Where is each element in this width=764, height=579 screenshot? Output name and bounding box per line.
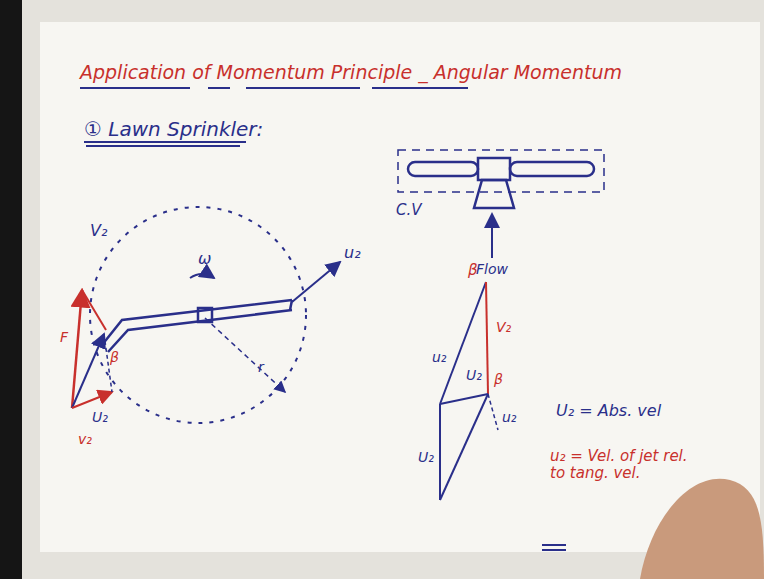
jet-arrow [292, 262, 340, 302]
note-mark [542, 544, 566, 546]
definition-note: U₂ = Abs. vel [556, 402, 661, 420]
control-volume-label: C.V [396, 202, 422, 219]
velocity-label: U₂ [418, 450, 434, 465]
flow-label: Flow [476, 262, 508, 277]
velocity-label: V₂ [90, 222, 107, 240]
velocity-label: F [60, 330, 68, 345]
velocity-label: u₂ [432, 350, 447, 365]
note-mark [542, 549, 566, 551]
angle-label: β [494, 372, 503, 387]
right-velocity-triangle [440, 282, 498, 500]
angle-label: β [468, 262, 478, 279]
path-circle [90, 207, 306, 423]
radius-line [205, 318, 285, 392]
section-heading: ① Lawn Sprinkler: [84, 118, 263, 140]
radius-label: r [258, 360, 264, 375]
paper-sheet [40, 22, 760, 552]
velocity-label: u₂ [344, 244, 361, 262]
board-edge [0, 0, 22, 579]
definition-note: u₂ = Vel. of jet rel. to tang. vel. [550, 448, 690, 481]
hand [640, 479, 764, 579]
velocity-label: U₂ [466, 368, 482, 383]
angle-label: β [110, 350, 119, 365]
left-velocity-triangle [72, 290, 112, 408]
angular-velocity: ω [198, 250, 211, 268]
paper-shadow [22, 0, 764, 579]
title-underlines [80, 88, 468, 146]
slide-title: Application of Momentum Principle _ Angu… [80, 62, 622, 83]
velocity-label: v₂ [78, 432, 92, 447]
sprinkler-arm [102, 300, 292, 352]
velocity-label: V₂ [496, 320, 511, 335]
velocity-label: u₂ [502, 410, 517, 425]
sprinkler-side-view [398, 150, 604, 258]
omega-arrow [190, 274, 214, 278]
velocity-label: U₂ [92, 410, 108, 425]
